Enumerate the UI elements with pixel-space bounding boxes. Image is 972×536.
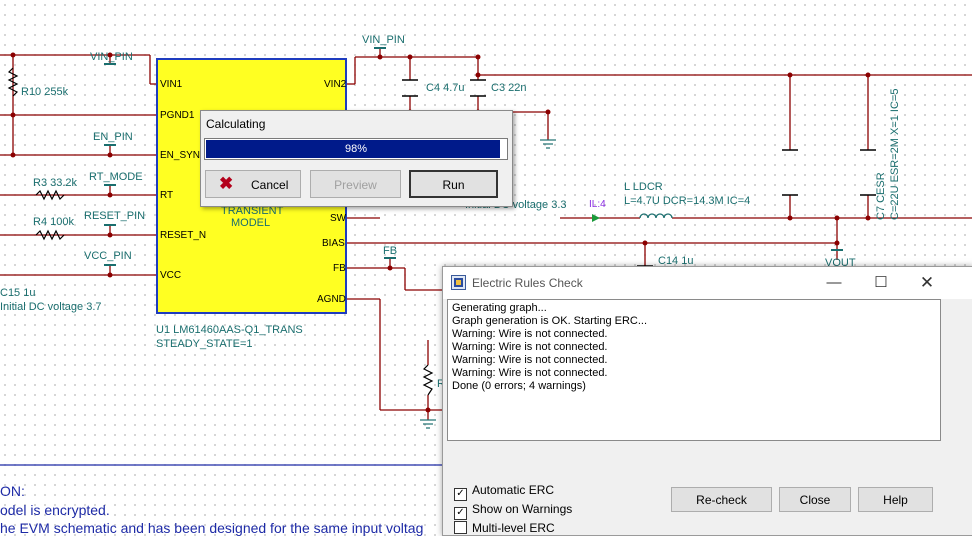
label-c7: C7 CESR: [875, 172, 887, 220]
net-label-rt-mode: RT_MODE: [89, 171, 143, 183]
chip-name: U1 LM61460AAS-Q1_TRANS: [156, 324, 303, 336]
multilevel-erc-checkbox[interactable]: Multi-level ERC: [454, 521, 555, 535]
label-c15: C15 1u: [0, 287, 36, 299]
note-line-3: he EVM schematic and has been designed f…: [0, 520, 424, 536]
erc-log-line: Warning: Wire is not connected.: [452, 367, 608, 379]
erc-log-line: Graph generation is OK. Starting ERC...: [452, 315, 648, 327]
erc-log-line: Warning: Wire is not connected.: [452, 328, 608, 340]
erc-title-bar[interactable]: Electric Rules Check — ☐ ✕: [443, 267, 972, 299]
label-inductor: L LDCR: [624, 181, 663, 193]
net-label-vin-pin-top: VIN_PIN: [362, 34, 405, 46]
net-label-fb: FB: [383, 245, 398, 257]
label-inductor-params: L=4.7U DCR=14.3M IC=4: [624, 195, 751, 207]
cancel-label: Cancel: [251, 178, 289, 192]
erc-log[interactable]: Generating graph...Graph generation is O…: [447, 299, 941, 441]
close-button[interactable]: Close: [779, 487, 851, 512]
preview-button[interactable]: Preview: [310, 170, 401, 198]
pin-vin2: VIN2: [324, 79, 347, 90]
net-label-en-pin: EN_PIN: [93, 131, 133, 143]
pin-fb: FB: [333, 263, 346, 274]
maximize-icon[interactable]: ☐: [874, 274, 888, 291]
checkbox-automatic-erc-box[interactable]: ✓: [454, 488, 467, 501]
net-label-vcc-pin: VCC_PIN: [84, 250, 132, 262]
label-c4: C4 4.7u: [426, 82, 465, 94]
erc-window: Electric Rules Check — ☐ ✕ Generating gr…: [442, 266, 972, 536]
pin-sw: SW: [330, 213, 347, 224]
cancel-icon: ✖: [219, 174, 234, 193]
label-r3: R3 33.2k: [33, 177, 78, 189]
recheck-label: Re-check: [696, 493, 747, 507]
net-label-reset-pin: RESET_PIN: [84, 210, 146, 222]
run-button[interactable]: Run: [409, 170, 498, 198]
pin-rt: RT: [160, 190, 174, 201]
erc-app-icon: [451, 275, 466, 290]
pin-pgnd1: PGND1: [160, 110, 195, 121]
label-c7-params: C=22U ESR=2M X=1 IC=5: [889, 88, 901, 220]
erc-log-line: Done (0 errors; 4 warnings): [452, 380, 586, 392]
pin-agnd: AGND: [317, 294, 346, 305]
progress-fill: [206, 140, 500, 158]
pin-vin1: VIN1: [160, 79, 183, 90]
automatic-erc-checkbox[interactable]: ✓ Automatic ERC: [454, 483, 554, 501]
pin-reset-n: RESET_N: [160, 230, 207, 241]
pin-bias: BIAS: [322, 238, 345, 249]
pin-en-syn: EN_SYN: [160, 150, 201, 161]
show-warnings-checkbox[interactable]: ✓ Show on Warnings: [454, 502, 572, 520]
checkbox-multilevel-erc-box[interactable]: [454, 521, 467, 534]
label-c3: C3 22n: [491, 82, 527, 94]
label-r10: R10 255k: [21, 86, 69, 98]
close-label: Close: [799, 493, 831, 507]
progress-label: 98%: [344, 143, 368, 155]
chip-state: STEADY_STATE=1: [156, 338, 253, 350]
cancel-button[interactable]: ✖ Cancel: [205, 170, 301, 198]
close-icon[interactable]: ✕: [919, 273, 935, 292]
progress-bar: 98%: [204, 138, 508, 160]
erc-log-line: Generating graph...: [452, 302, 547, 314]
chip-center-text-1: TRANSIENT: [221, 205, 284, 217]
label-c14: C14 1u: [658, 255, 694, 267]
label-r-partial: R: [437, 378, 445, 390]
preview-label: Preview: [334, 178, 377, 192]
minimize-icon[interactable]: —: [826, 274, 842, 291]
automatic-erc-label: Automatic ERC: [472, 483, 555, 497]
label-current-probe: IL:4: [589, 199, 606, 210]
net-label-vin-pin: VIN_PIN: [90, 51, 133, 63]
run-label: Run: [442, 178, 465, 192]
checkbox-show-warnings-box[interactable]: ✓: [454, 507, 467, 520]
label-r4: R4 100k: [33, 216, 74, 228]
calculating-title: Calculating: [206, 117, 266, 131]
chip-center-text-2: MODEL: [231, 217, 271, 229]
help-label: Help: [883, 493, 908, 507]
calculating-dialog: Calculating 98% ✖ Cancel Preview Run: [200, 110, 513, 207]
erc-title: Electric Rules Check: [472, 276, 583, 290]
note-line-2: odel is encrypted.: [0, 502, 110, 518]
help-button[interactable]: Help: [858, 487, 933, 512]
recheck-button[interactable]: Re-check: [671, 487, 772, 512]
multilevel-erc-label: Multi-level ERC: [472, 521, 555, 535]
pin-vcc: VCC: [160, 270, 182, 281]
label-c15-ic: Initial DC voltage 3.7: [0, 301, 102, 313]
erc-log-line: Warning: Wire is not connected.: [452, 341, 608, 353]
erc-log-line: Warning: Wire is not connected.: [452, 354, 608, 366]
note-line-1: ON:: [0, 483, 25, 499]
show-warnings-label: Show on Warnings: [472, 502, 573, 516]
